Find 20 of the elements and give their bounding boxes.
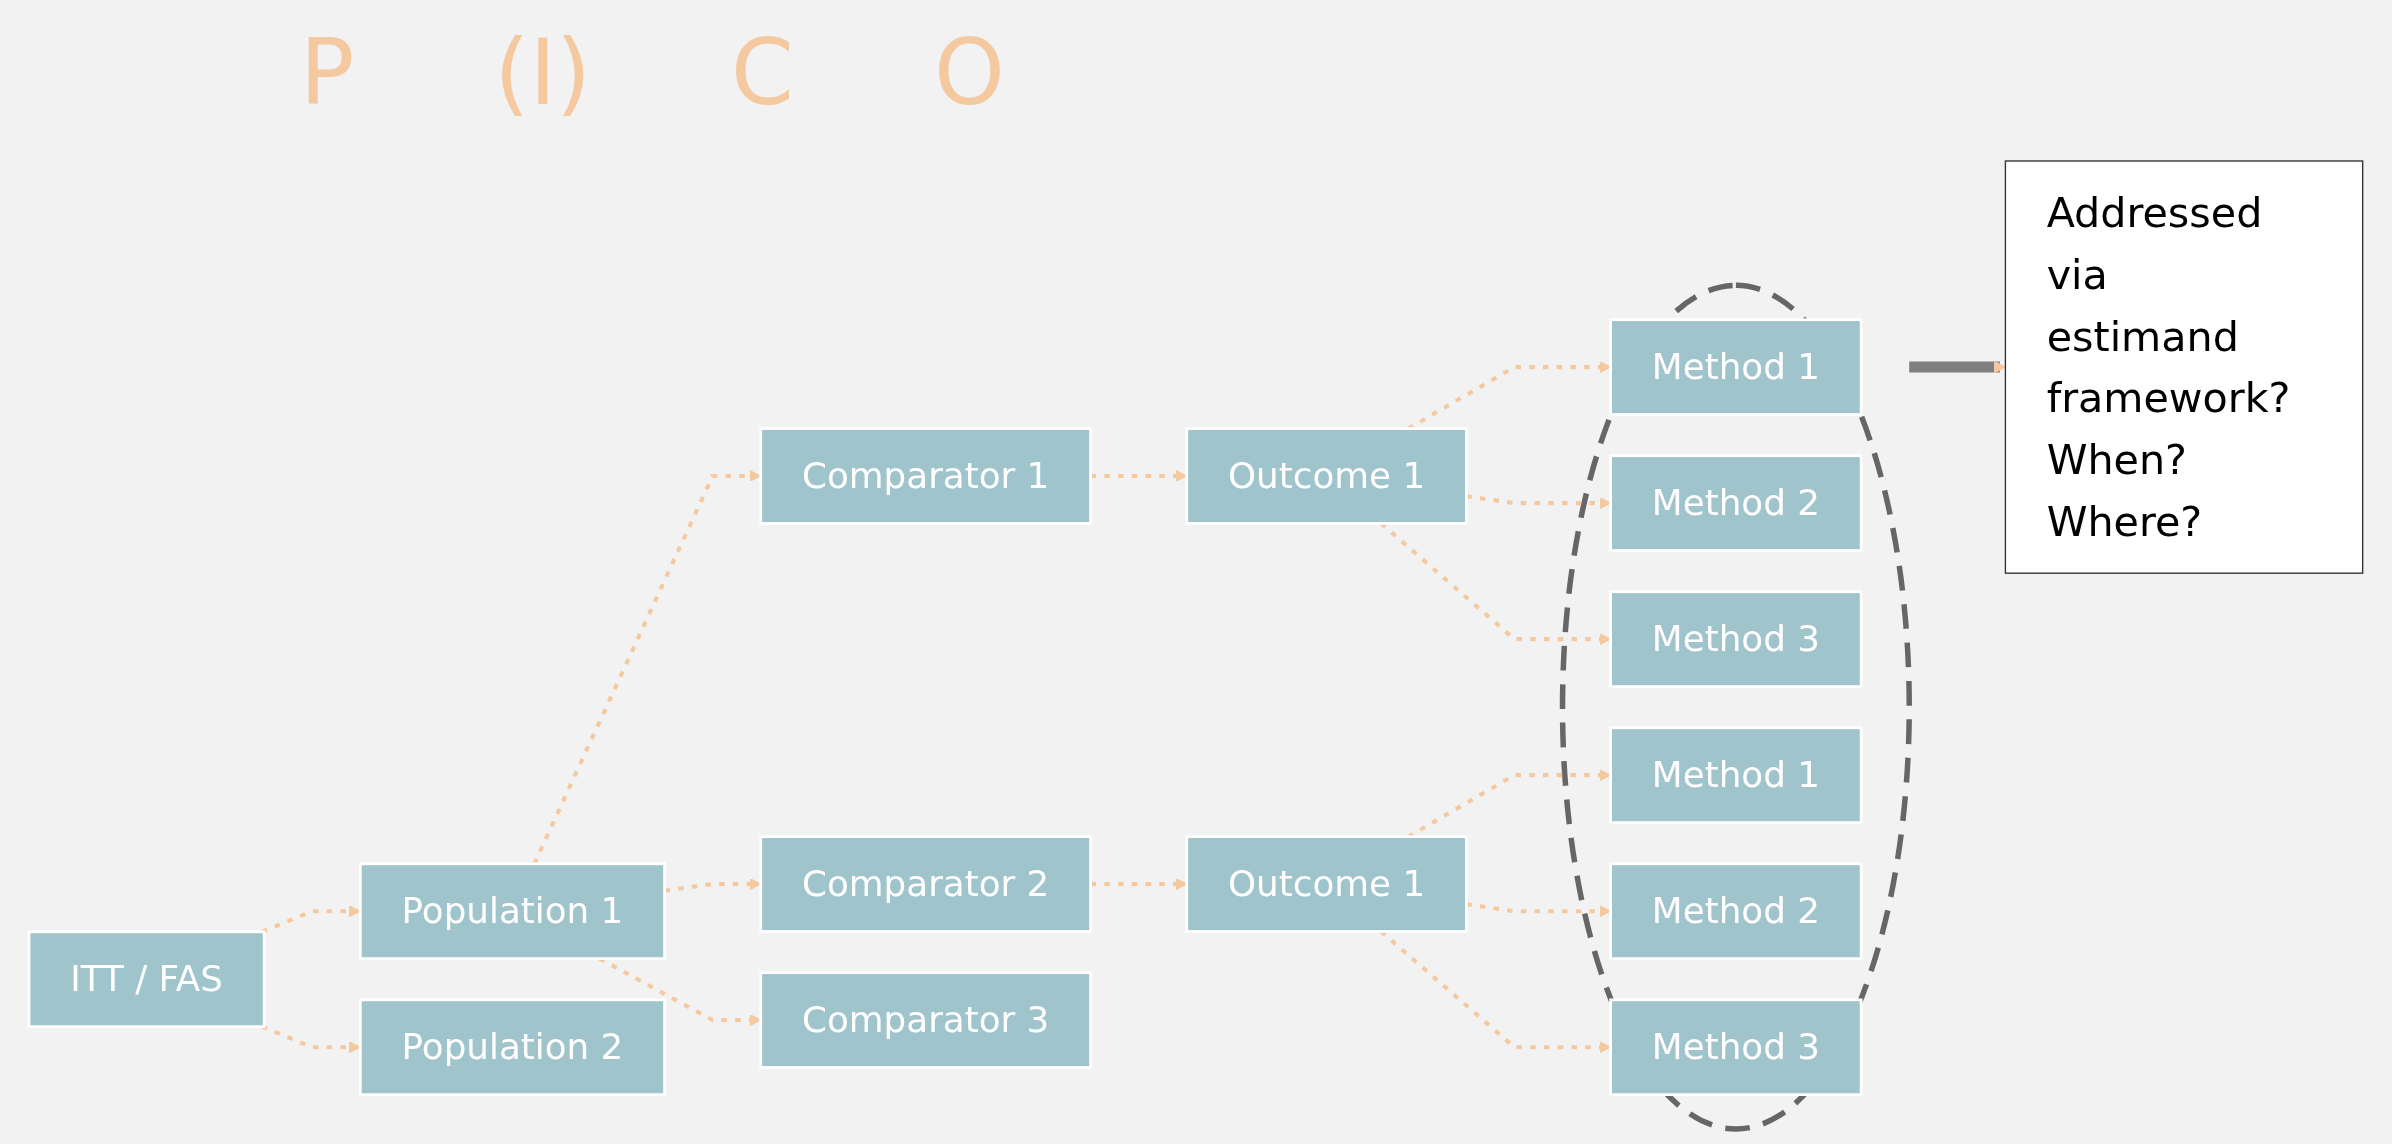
node-box: Method 3 (1609, 590, 1863, 688)
node-box: Method 3 (1609, 998, 1863, 1096)
cluster (1559, 282, 1913, 1132)
node-box: Outcome 1 (1185, 427, 1468, 525)
node-box: ITT / FAS (27, 930, 266, 1028)
node-box: Outcome 1 (1185, 835, 1468, 933)
node-box: Method 2 (1609, 454, 1863, 552)
node-box: Comparator 1 (759, 427, 1093, 525)
node-box: Method 1 (1609, 318, 1863, 416)
node-box: Comparator 2 (759, 835, 1093, 933)
node-box: Population 1 (359, 862, 667, 960)
node-box: Method 1 (1609, 726, 1863, 824)
node-box: Comparator 3 (759, 971, 1093, 1069)
letter-label: (I) (494, 20, 592, 125)
node-box: Population 2 (359, 998, 667, 1096)
letter-label: C (731, 20, 794, 125)
letter-label: O (933, 20, 1005, 125)
node-box: Addressed via estimand framework? When? Where? (2004, 160, 2364, 574)
node-box: Method 2 (1609, 862, 1863, 960)
letter-label: P (300, 20, 355, 125)
